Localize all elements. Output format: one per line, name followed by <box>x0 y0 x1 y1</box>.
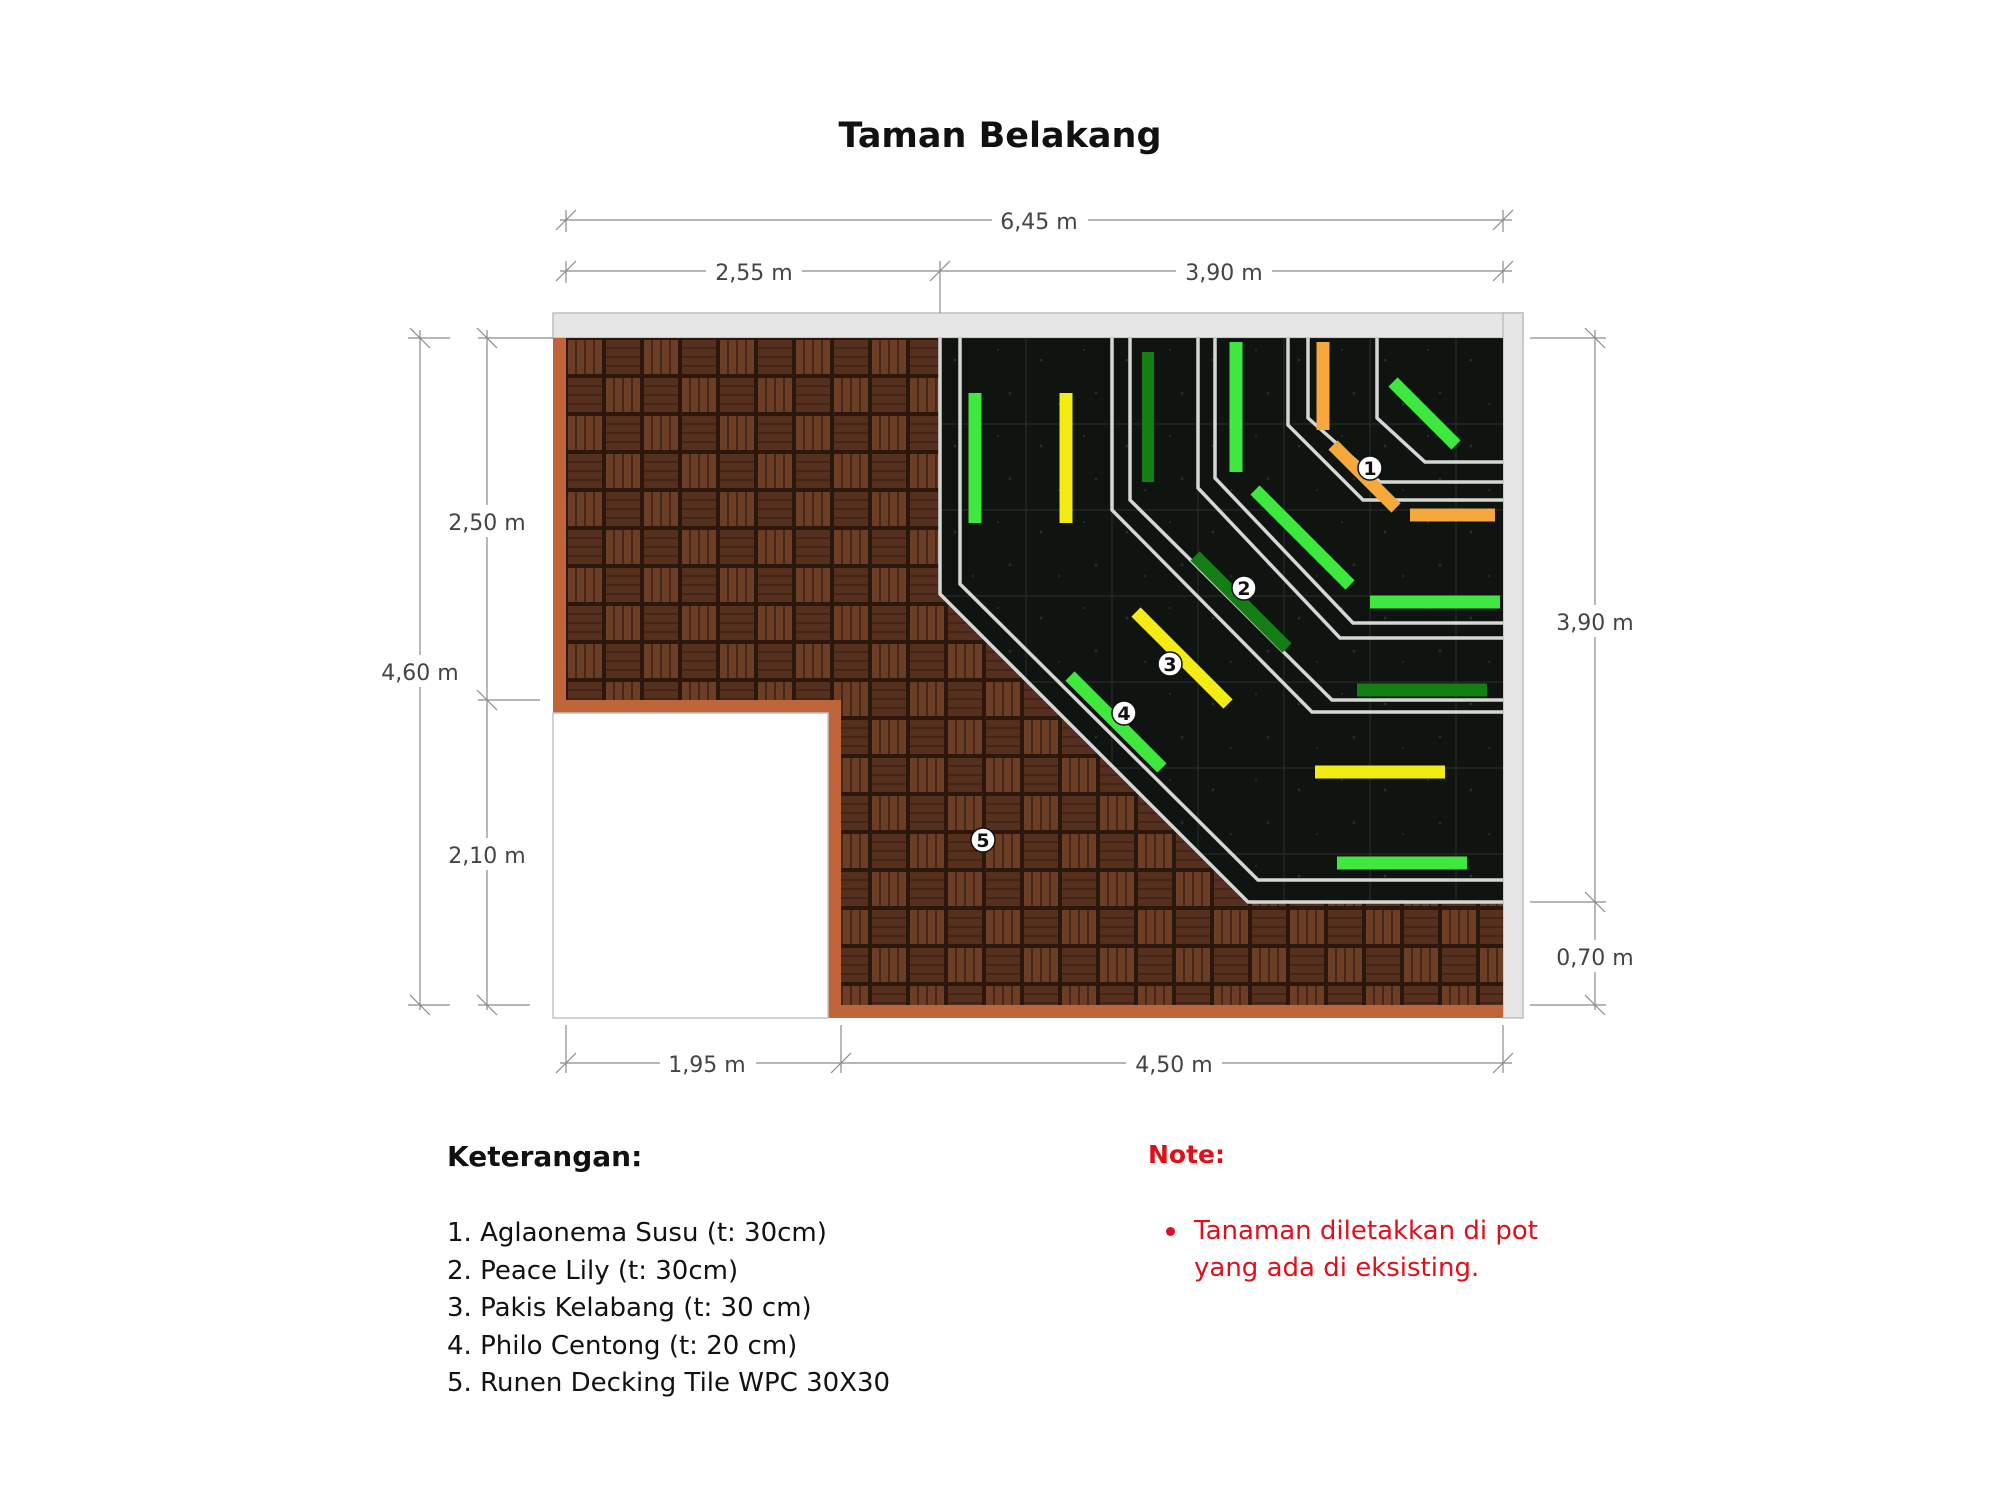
bullet-icon <box>1166 1227 1175 1236</box>
legend-item: 4. Philo Centong (t: 20 cm) <box>447 1330 798 1361</box>
dim-top-right: 3,90 m <box>1185 261 1262 286</box>
legend: Keterangan: 1. Aglaonema Susu (t: 30cm) … <box>447 1140 890 1403</box>
dim-left-upper: 2,50 m <box>448 511 525 536</box>
dim-top-left: 2,55 m <box>715 261 792 286</box>
right-wall <box>1502 312 1524 1019</box>
svg-text:2: 2 <box>1237 578 1250 600</box>
dim-right-lower: 0,70 m <box>1556 946 1633 971</box>
note-list: Tanaman diletakkan di pot yang ada di ek… <box>1148 1213 1554 1287</box>
plant-yellow <box>1131 607 1233 709</box>
dim-left-total: 4,60 m <box>381 661 458 686</box>
legend-heading: Keterangan: <box>447 1140 643 1173</box>
plant-light-green <box>1250 485 1355 590</box>
dim-right-upper: 3,90 m <box>1556 611 1633 636</box>
svg-text:4: 4 <box>1117 703 1130 725</box>
plant-light-green <box>1388 377 1461 450</box>
top-wall <box>552 312 1524 339</box>
plant-pots <box>968 342 1500 870</box>
plant-dark-green <box>1190 551 1292 653</box>
note-heading: Note: <box>1148 1140 1226 1169</box>
marker-4: 4 <box>1111 700 1137 726</box>
marker-5: 5 <box>970 827 996 853</box>
dim-bottom-right: 4,50 m <box>1135 1053 1212 1078</box>
marker-3: 3 <box>1157 651 1183 677</box>
svg-text:3: 3 <box>1163 654 1176 676</box>
marker-2: 2 <box>1231 575 1257 601</box>
marker-1: 1 <box>1357 455 1383 481</box>
svg-text:1: 1 <box>1363 458 1376 480</box>
dim-bottom-left: 1,95 m <box>668 1053 745 1078</box>
note-text: Tanaman diletakkan di pot yang ada di ek… <box>1194 1216 1538 1283</box>
legend-item: 2. Peace Lily (t: 30cm) <box>447 1255 739 1286</box>
note: Note: Tanaman diletakkan di pot yang ada… <box>1148 1140 1554 1287</box>
terrace-lines <box>938 338 1503 904</box>
svg-text:5: 5 <box>976 830 989 852</box>
page-title: Taman Belakang <box>838 116 1162 156</box>
dim-left-lower: 2,10 m <box>448 844 525 869</box>
legend-item: 5. Runen Decking Tile WPC 30X30 <box>447 1368 891 1398</box>
legend-item: 1. Aglaonema Susu (t: 30cm) <box>447 1218 827 1248</box>
outside-area <box>552 712 829 1019</box>
legend-list: 1. Aglaonema Susu (t: 30cm) 2. Peace Lil… <box>447 1215 890 1403</box>
note-item: Tanaman diletakkan di pot yang ada di ek… <box>1148 1213 1554 1287</box>
legend-item: 3. Pakis Kelabang (t: 30 cm) <box>447 1293 812 1323</box>
dim-top-total: 6,45 m <box>1000 210 1077 235</box>
